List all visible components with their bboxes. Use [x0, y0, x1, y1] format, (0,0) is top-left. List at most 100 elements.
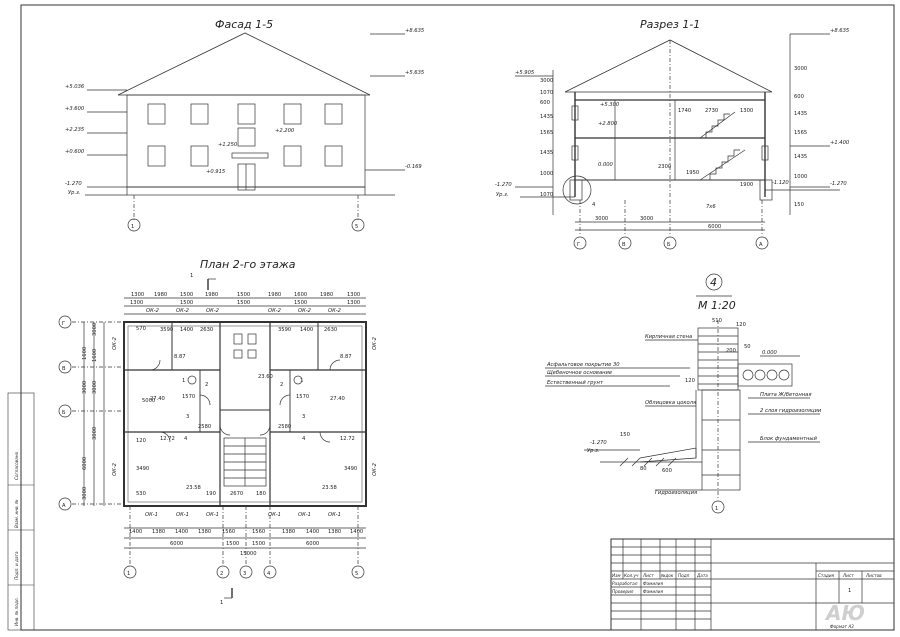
axis-label: Б	[62, 410, 66, 416]
level-mark: -1.270	[830, 181, 847, 187]
axis-label: Г	[577, 242, 580, 248]
stamp-format: Формат А3	[830, 624, 854, 629]
stamp-header: Изм	[612, 573, 621, 578]
dim: 1435	[540, 150, 553, 156]
dim: 1300	[347, 300, 360, 306]
window-mark: ОК-2	[176, 308, 189, 314]
node-detail: 4 М 1:20	[545, 273, 820, 514]
level-mark: -1.120	[772, 180, 789, 186]
axis-label: 2	[220, 571, 223, 577]
level-mark: +5.300	[600, 102, 620, 108]
stair-label: 7х6	[706, 204, 716, 210]
dim: 1500	[294, 300, 307, 306]
side-stamp-texts: Согласовано Взам. инв. № Подп. и дата Ин…	[14, 451, 19, 626]
axis-label: 4	[267, 571, 271, 577]
stamp-name: Фамилия	[643, 581, 663, 586]
dim: 1980	[154, 292, 167, 298]
window-mark: ОК-2	[372, 337, 378, 350]
dim: 180	[256, 491, 266, 497]
dim: 1400	[180, 327, 193, 333]
side-stamp-text: Инв. № подл.	[14, 597, 19, 626]
dim: 1000	[540, 171, 553, 177]
dim: 1380	[198, 529, 211, 535]
level-mark: -1.270	[65, 181, 82, 187]
level-mark: +8.635	[830, 28, 850, 34]
level-mark: +2.200	[275, 128, 295, 134]
level-mark: +2.800	[598, 121, 618, 127]
dim: 1300	[740, 108, 753, 114]
room-area: 12.72	[340, 436, 355, 442]
node-label: Гидроизоляция	[655, 490, 697, 496]
facade-drawing: Фасад 1-5	[85, 18, 405, 232]
room-area: 27.40	[150, 396, 165, 402]
dim: 1300	[131, 292, 144, 298]
dim: 1400	[350, 529, 363, 535]
level-mark: +3.600	[65, 106, 85, 112]
ground-mark: Ур.з.	[587, 448, 600, 454]
dim: 1500	[237, 300, 250, 306]
dim: 1560	[222, 529, 235, 535]
stamp-stage-header: Лист	[842, 573, 854, 578]
title-block-texts: Изм Кол.уч Лист №док Подп Дата Разработа…	[612, 573, 882, 629]
axis-label: В	[622, 242, 626, 248]
level-mark: +2.235	[65, 127, 85, 133]
dim: 190	[206, 491, 216, 497]
watermark: АЮ	[824, 601, 865, 625]
cut-mark: 1	[220, 600, 223, 606]
dim: 3490	[344, 466, 357, 472]
dim: 600	[662, 468, 672, 474]
dim: 1500	[180, 292, 193, 298]
dim: 150	[794, 202, 804, 208]
axis-label: 5	[355, 224, 358, 230]
dim: 1565	[794, 130, 807, 136]
dim: 1400	[300, 327, 313, 333]
dim: 2630	[324, 327, 337, 333]
axis-label: 1	[127, 571, 130, 577]
dim: 15000	[240, 551, 257, 557]
dim: 6000	[82, 457, 88, 470]
dim: 600	[794, 94, 804, 100]
dim: 1435	[794, 111, 807, 117]
dim: 1740	[678, 108, 691, 114]
level-mark: 0.000	[598, 162, 614, 168]
stamp-role: Разработал	[612, 581, 638, 586]
ground-mark: Ур.з.	[496, 192, 509, 198]
room-area: 23.58	[322, 485, 337, 491]
room-area: 23.58	[186, 485, 201, 491]
dim: 3490	[136, 466, 149, 472]
level-mark: -0.169	[405, 164, 422, 170]
level-mark: -1.270	[495, 182, 512, 188]
dim: 1570	[182, 394, 195, 400]
dim: 1900	[740, 182, 753, 188]
dim: 6000	[708, 224, 721, 230]
dim: 1600	[82, 347, 88, 360]
dim: 80	[640, 466, 647, 472]
dim: 120	[736, 322, 746, 328]
title-block	[610, 538, 895, 631]
dim: 3590	[160, 327, 173, 333]
dim: 530	[136, 491, 146, 497]
level-mark: +1.250	[218, 142, 238, 148]
dim: 3000	[82, 487, 88, 500]
dim: 1565	[540, 130, 553, 136]
node-label: Блок фундаментный	[760, 436, 817, 442]
dim: 6000	[306, 541, 319, 547]
window-mark: ОК-2	[372, 463, 378, 476]
level-mark: +0.915	[206, 169, 226, 175]
plan-drawing: План 2-го этажа	[58, 258, 367, 599]
side-stamp-text: Подп. и дата	[14, 551, 19, 580]
dim: 3000	[82, 381, 88, 394]
dim: 2730	[705, 108, 718, 114]
side-stamp-text: Взам. инв. №	[14, 499, 19, 528]
door-mark: 4	[302, 436, 306, 442]
dim: 3000	[794, 66, 807, 72]
dim: 1400	[175, 529, 188, 535]
dim: 1380	[152, 529, 165, 535]
dim: 1500	[226, 541, 239, 547]
dim: 1980	[268, 292, 281, 298]
room-area: 23.60	[258, 374, 273, 380]
side-stamp-text: Согласовано	[14, 451, 19, 480]
stamp-header: Подп	[678, 573, 690, 578]
door-mark: 3	[186, 414, 189, 420]
